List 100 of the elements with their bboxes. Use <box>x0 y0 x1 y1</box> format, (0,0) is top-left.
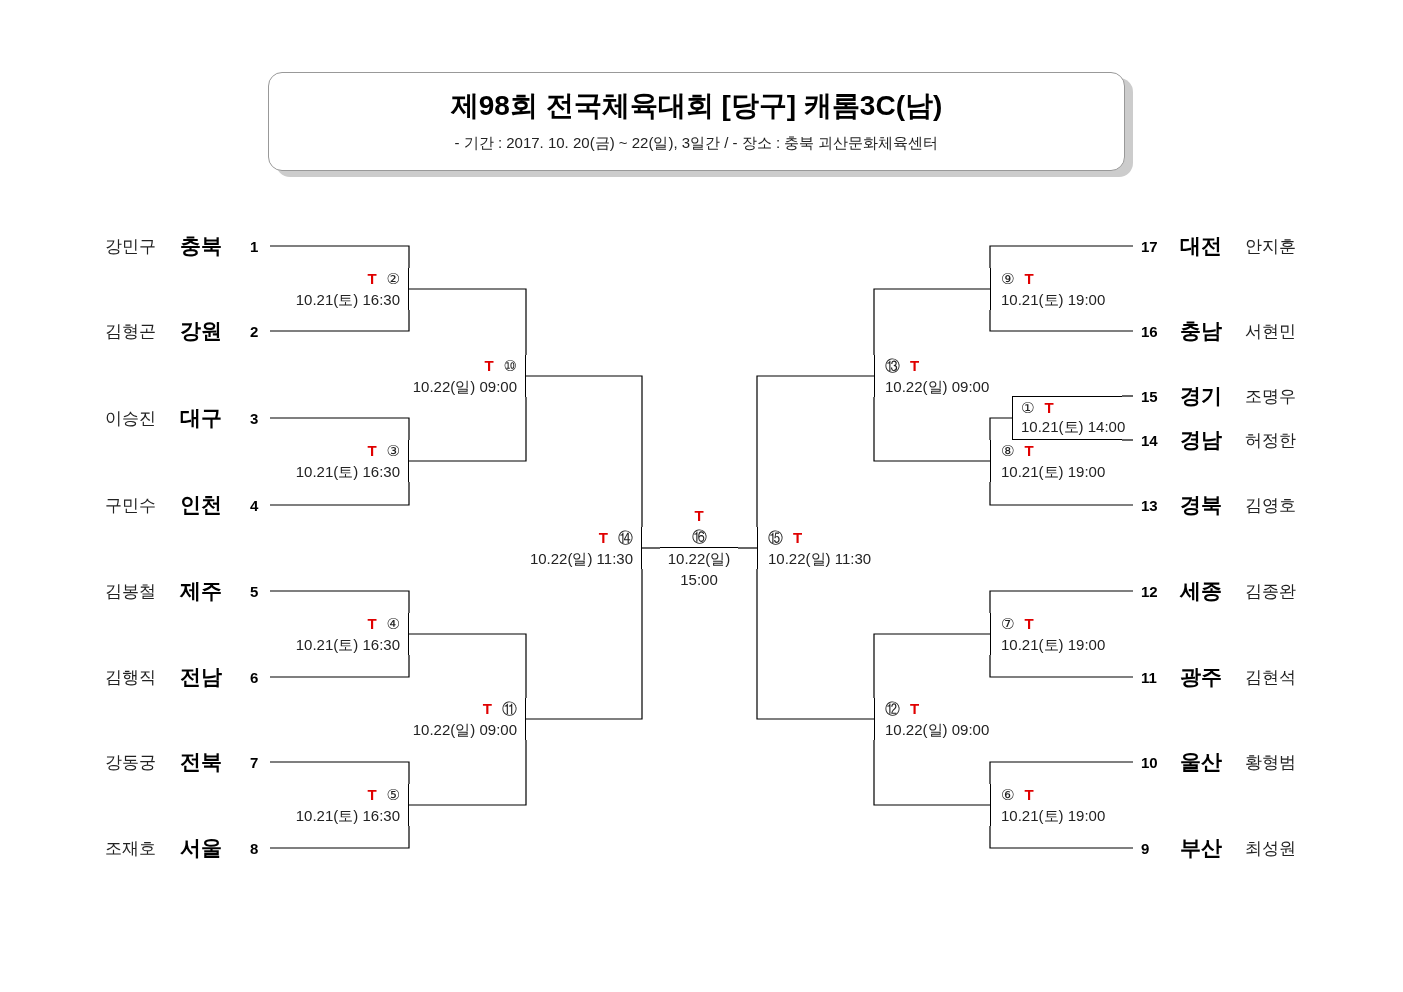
bracket-line <box>989 417 1013 441</box>
region-name: 전남 <box>180 664 222 690</box>
table-letter: T <box>910 357 920 374</box>
region-name: 세종 <box>1180 578 1222 604</box>
bracket-line <box>756 568 875 720</box>
player-name: 서현민 <box>1245 320 1296 343</box>
bracket-line <box>989 590 1134 614</box>
bracket-line <box>1121 439 1134 441</box>
player-name: 황형범 <box>1245 751 1296 774</box>
table-letter: T <box>1024 270 1034 287</box>
region-name: 서울 <box>180 835 222 861</box>
bracket-line <box>269 654 410 678</box>
seed-number: 10 <box>1141 753 1158 771</box>
table-letter: T <box>367 270 377 287</box>
table-letter: T <box>367 615 377 632</box>
match-number: ⑬ <box>885 357 900 374</box>
match-number: ⑦ <box>1001 615 1015 632</box>
seed-number: 4 <box>250 496 259 514</box>
bracket-line <box>269 481 410 506</box>
region-name: 경기 <box>1180 383 1222 409</box>
match-schedule: 10.21(토) 16:30 <box>295 636 400 653</box>
region-name: 인천 <box>180 492 222 518</box>
region-name: 경북 <box>1180 492 1222 518</box>
region-name: 대구 <box>180 405 222 431</box>
player-name: 강민구 <box>105 235 156 258</box>
match-schedule: 10.21(토) 16:30 <box>295 807 400 824</box>
match-schedule: 10.21(토) 16:30 <box>295 463 400 480</box>
bracket-line <box>873 396 991 462</box>
region-name: 제주 <box>180 578 222 604</box>
bracket-line <box>1121 395 1134 397</box>
seed-number: 13 <box>1141 496 1158 514</box>
bracket-line <box>269 309 410 332</box>
bracket-line <box>408 396 527 462</box>
bracket-line <box>269 417 410 441</box>
match-schedule: 10.22(일) 09:00 <box>412 721 517 738</box>
match-number: ⑩ <box>503 357 517 374</box>
match-schedule: 10.22(일) 11:30 <box>768 550 872 567</box>
seed-number: 2 <box>250 322 259 340</box>
player-name: 김종완 <box>1245 580 1296 603</box>
table-letter: T <box>1044 399 1054 416</box>
match-number: ⑭ <box>618 529 633 546</box>
player-name: 김현석 <box>1245 666 1296 689</box>
bracket-line <box>756 375 875 528</box>
match-number: ② <box>386 270 400 287</box>
match-schedule: 10.22(일) 09:00 <box>885 378 990 395</box>
match-schedule: 10.21(토) 19:00 <box>1001 463 1106 480</box>
table-letter: T <box>694 507 704 524</box>
player-name: 구민수 <box>105 494 156 517</box>
player-name: 강동궁 <box>105 751 156 774</box>
player-name: 김봉철 <box>105 580 156 603</box>
bracket-line <box>873 739 991 806</box>
bracket-line <box>989 309 1134 332</box>
match-number: ⑤ <box>386 786 400 803</box>
seed-number: 17 <box>1141 237 1158 255</box>
seed-number: 1 <box>250 237 259 255</box>
player-name: 조명우 <box>1245 385 1296 408</box>
match-number: ⑮ <box>768 529 783 546</box>
match-number: ① <box>1021 399 1035 416</box>
seed-number: 15 <box>1141 387 1158 405</box>
bracket-line <box>989 245 1134 269</box>
table-letter: T <box>793 529 803 546</box>
bracket-line <box>989 654 1134 678</box>
bracket-line <box>408 633 527 699</box>
seed-number: 5 <box>250 582 259 600</box>
seed-number: 6 <box>250 668 259 686</box>
player-name: 김형곤 <box>105 320 156 343</box>
bracket-line <box>989 761 1134 785</box>
subtitle: - 기간 : 2017. 10. 20(금) ~ 22(일), 3일간 / - 장소 : 충북 괴산문화체육센터 <box>453 134 940 153</box>
region-name: 대전 <box>1180 233 1222 259</box>
table-letter: T <box>367 442 377 459</box>
bracket-line <box>737 547 758 549</box>
bracket-line <box>873 288 991 356</box>
region-name: 광주 <box>1180 664 1222 690</box>
bracket-line <box>269 590 410 614</box>
bracket-line <box>525 568 643 720</box>
table-letter: T <box>1024 615 1034 632</box>
seed-number: 14 <box>1141 431 1158 449</box>
player-name: 최성원 <box>1245 837 1296 860</box>
bracket-line <box>269 825 410 849</box>
match-number: ⑨ <box>1001 270 1015 287</box>
region-name: 부산 <box>1180 835 1222 861</box>
table-letter: T <box>484 357 494 374</box>
title: 제98회 전국체육대회 [당구] 캐롬3C(남) <box>449 89 944 123</box>
seed-number: 11 <box>1141 668 1157 686</box>
region-name: 전북 <box>180 749 222 775</box>
match-schedule: 10.22(일) 15:00 <box>667 550 731 588</box>
bracket-line <box>408 288 527 356</box>
bracket-line <box>525 375 643 528</box>
table-letter: T <box>367 786 377 803</box>
match-number: ④ <box>386 615 400 632</box>
player-name: 조재호 <box>105 837 156 860</box>
match-schedule: 10.22(일) 09:00 <box>412 378 517 395</box>
region-name: 충남 <box>1180 318 1222 344</box>
table-letter: T <box>1024 786 1034 803</box>
bracket-line <box>269 245 410 269</box>
bracket-line <box>989 481 1134 506</box>
match-number: ⑯ <box>691 528 707 545</box>
seed-number: 12 <box>1141 582 1158 600</box>
bracket-line <box>873 633 991 699</box>
match-schedule: 10.21(토) 19:00 <box>1001 636 1106 653</box>
